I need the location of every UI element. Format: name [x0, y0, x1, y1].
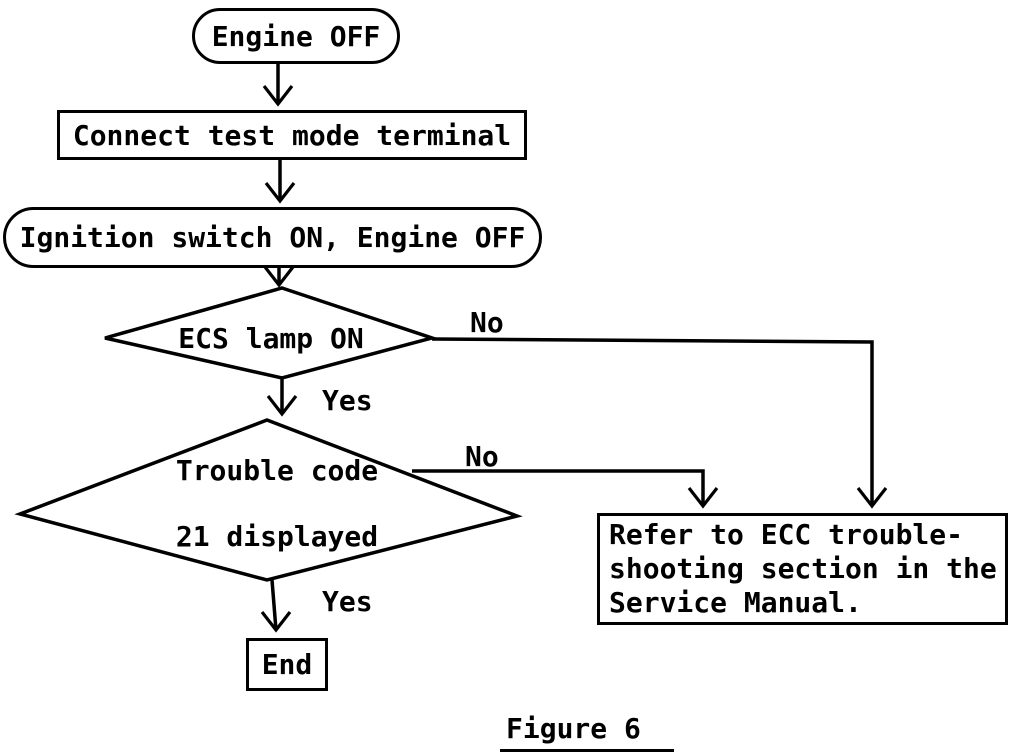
- connector-trouble-no-to-refer: [412, 469, 719, 509]
- terminal-engine-off: Engine OFF: [192, 8, 400, 64]
- decision-trouble-code-line2: 21 displayed: [175, 520, 379, 553]
- process-refer-ecc: Refer to ECC trouble- shooting section i…: [597, 513, 1008, 625]
- connector-ecs-no-to-refer: [431, 337, 888, 509]
- process-refer-ecc-line3: Service Manual.: [609, 586, 862, 619]
- decision-trouble-code-label: Trouble code 21 displayed: [110, 438, 444, 570]
- terminal-ignition-switch: Ignition switch ON, Engine OFF: [3, 207, 542, 268]
- edge-label-trouble-yes: Yes: [322, 585, 373, 618]
- figure-caption: Figure 6: [500, 712, 674, 752]
- process-connect-test-mode-label: Connect test mode terminal: [72, 118, 512, 152]
- terminal-engine-off-label: Engine OFF: [211, 19, 381, 53]
- edge-label-ecs-no: No: [470, 306, 504, 339]
- decision-trouble-code-shape: [14, 418, 523, 582]
- edge-label-ecs-yes: Yes: [322, 384, 373, 417]
- terminal-ignition-switch-label: Ignition switch ON, Engine OFF: [19, 221, 526, 254]
- terminal-end: End: [246, 638, 328, 691]
- terminal-end-label: End: [261, 648, 313, 681]
- process-refer-ecc-line2: shooting section in the: [609, 552, 997, 585]
- decision-ecs-lamp-label: ECS lamp ON: [178, 322, 364, 355]
- decision-trouble-code-line1: Trouble code: [175, 454, 379, 487]
- process-refer-ecc-line1: Refer to ECC trouble-: [609, 518, 964, 551]
- connector-trouble-yes-to-end: [260, 579, 292, 633]
- process-connect-test-mode: Connect test mode terminal: [57, 110, 527, 160]
- edge-label-trouble-no: No: [465, 440, 499, 473]
